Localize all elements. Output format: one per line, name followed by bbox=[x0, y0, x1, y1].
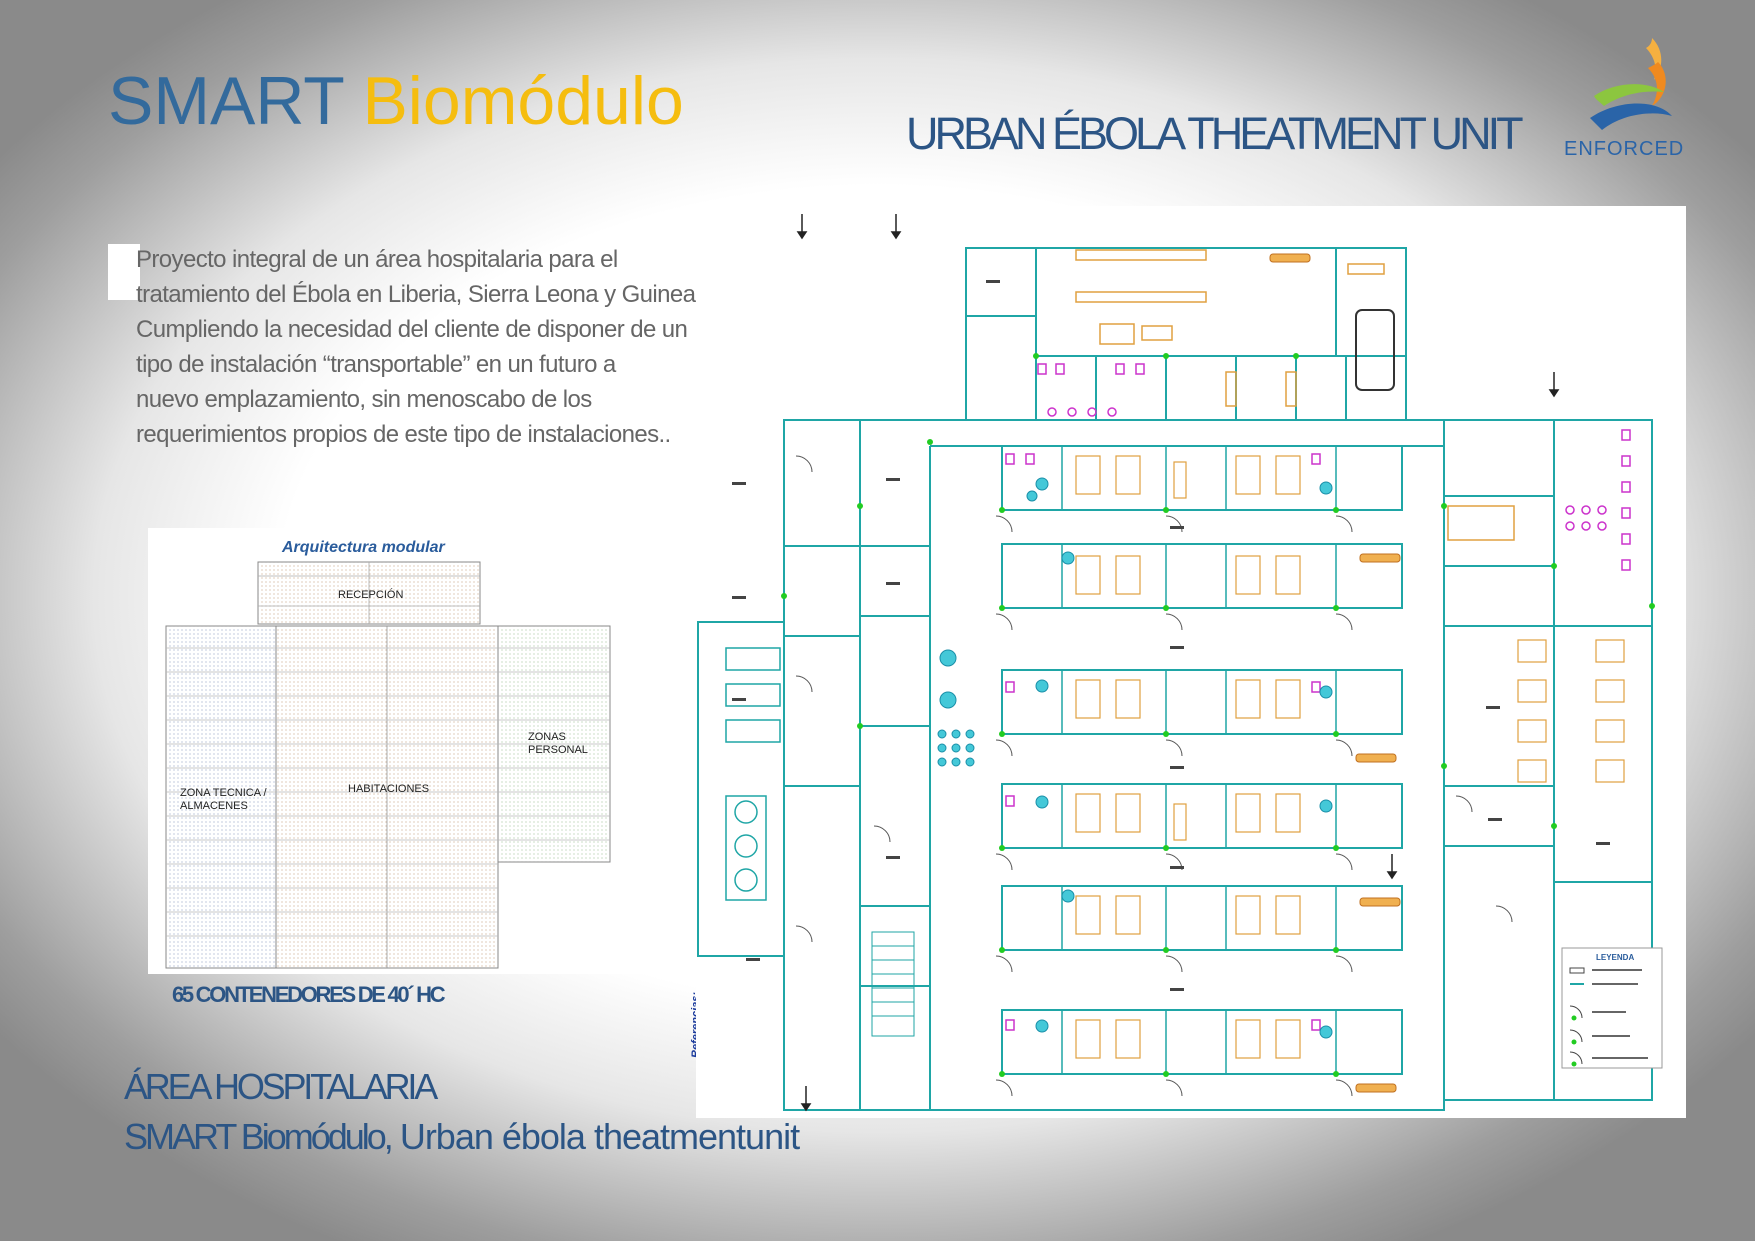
enforced-flame-icon bbox=[1590, 38, 1672, 130]
intro-line: Cumpliendo la necesidad del cliente de d… bbox=[136, 316, 688, 343]
logo-text: ENFORCED bbox=[1564, 138, 1685, 160]
intro-line: tratamiento del Ébola en Liberia, Sierra… bbox=[136, 281, 702, 308]
title-biomodulo: Biomódulo bbox=[362, 63, 684, 139]
floor-plan: LEYENDA bbox=[696, 206, 1686, 1118]
enforced-logo: ENFORCED bbox=[1560, 34, 1700, 162]
floor-plan-drawing: LEYENDA bbox=[697, 214, 1663, 1112]
modular-architecture-diagram: Arquitectura modular RECEPCIÓN bbox=[148, 528, 648, 974]
reception-label: RECEPCIÓN bbox=[338, 588, 403, 601]
zones-label-1: ZONAS bbox=[528, 731, 566, 743]
legend-title: LEYENDA bbox=[1596, 953, 1634, 962]
intro-line: requerimientos propios de este tipo de i… bbox=[136, 421, 671, 448]
footer-area-subtitle: SMART Biomódulo, Urban ébola theatmentun… bbox=[124, 1116, 800, 1158]
tech-zone-label-1: ZONA TECNICA / bbox=[180, 787, 268, 799]
footer-subtitle-brand: SMART Biomódulo, bbox=[124, 1116, 394, 1157]
zones-label-2: PERSONAL bbox=[528, 744, 588, 756]
title-smart: SMART bbox=[108, 63, 344, 139]
intro-marker bbox=[108, 244, 140, 300]
rooms-label: HABITACIONES bbox=[348, 783, 429, 795]
containers-caption: 65 CONTENEDORES DE 40´ HC bbox=[172, 982, 446, 1007]
intro-paragraph: Proyecto integral de un área hospitalari… bbox=[136, 242, 736, 452]
tech-zone-label-2: ALMACENES bbox=[180, 800, 248, 812]
document-title: SMART Biomódulo bbox=[108, 62, 684, 140]
intro-line: Proyecto integral de un área hospitalari… bbox=[136, 246, 618, 273]
document-subtitle: URBAN ÉBOLA THEATMENT UNIT bbox=[906, 108, 1524, 159]
intro-line: nuevo emplazamiento, sin menoscabo de lo… bbox=[136, 386, 592, 413]
intro-line: tipo de instalación “transportable” en u… bbox=[136, 351, 616, 378]
modular-title: Arquitectura modular bbox=[281, 539, 445, 556]
footer-subtitle-rest: Urban ébola theatmentunit bbox=[390, 1116, 800, 1157]
footer-area-title: ÁREA HOSPITALARIA bbox=[124, 1066, 438, 1107]
